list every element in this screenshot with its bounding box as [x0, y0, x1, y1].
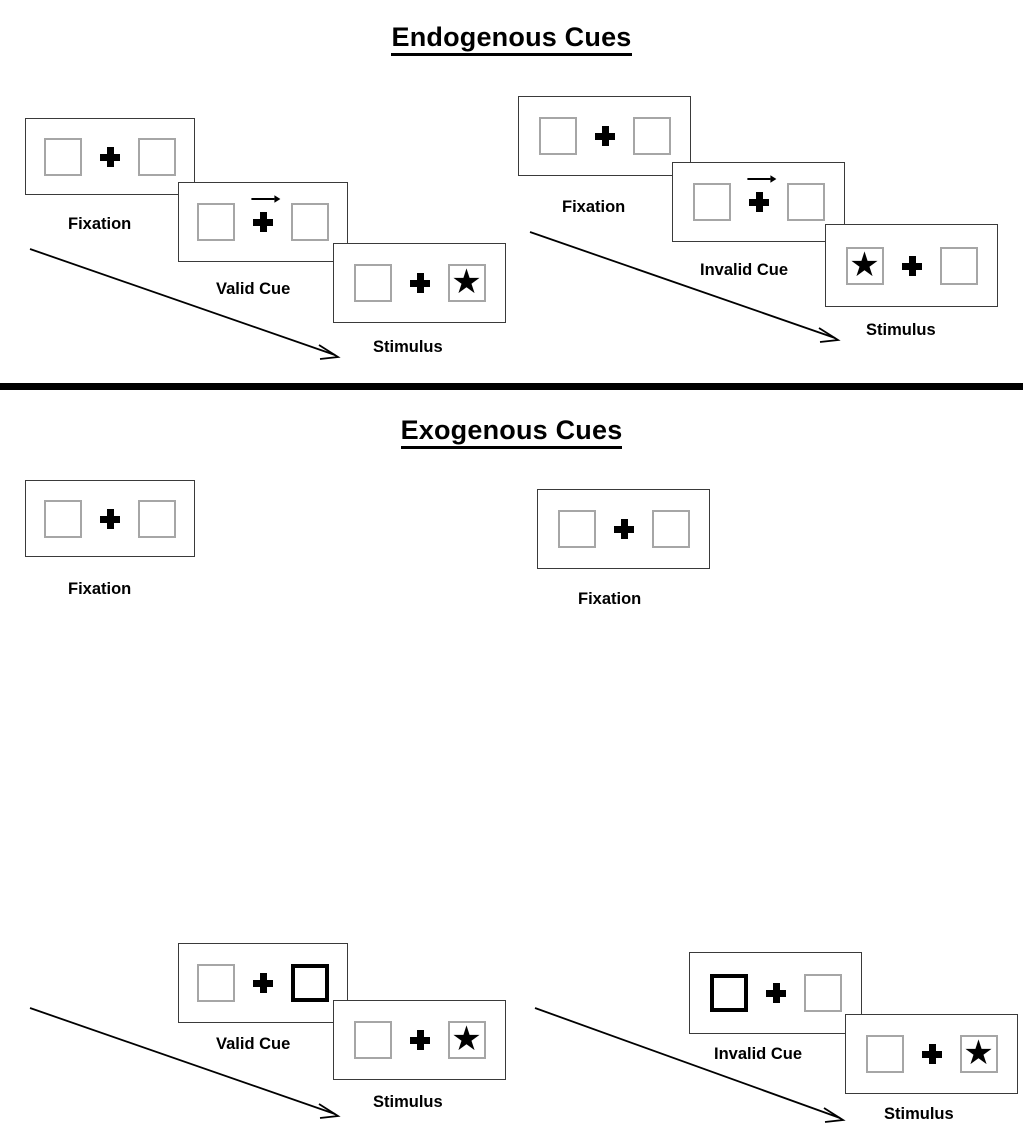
- fixation-area: [613, 519, 634, 539]
- fixation-area: [746, 175, 776, 212]
- panel-exogenous-invalid-fixation: [537, 489, 710, 569]
- fixation-area: [594, 126, 615, 146]
- placeholder-box-left: [197, 203, 235, 241]
- time-progression-arrow: [529, 231, 841, 343]
- display-content: [557, 510, 690, 548]
- display-content: [197, 195, 329, 241]
- target-box-left: ★: [845, 245, 884, 285]
- placeholder-box-right: [291, 203, 329, 241]
- caption-exogenous-valid-stimulus: Stimulus: [373, 1093, 443, 1111]
- fixation-area: [253, 973, 273, 993]
- placeholder-box-right: [632, 117, 671, 155]
- section-exogenous: Exogenous Cues Fixation Vali: [0, 392, 1023, 1123]
- star-target-icon: ★: [451, 1020, 482, 1058]
- display-content: [197, 964, 329, 1002]
- fixation-cross-icon: [409, 273, 430, 293]
- target-box-right: ★: [447, 263, 486, 302]
- fixation-cross-icon: [765, 983, 786, 1003]
- placeholder-box-left: [865, 1035, 904, 1073]
- panel-exogenous-valid-cue: [178, 943, 348, 1023]
- star-target-icon: ★: [849, 245, 880, 284]
- caption-endogenous-invalid-fixation: Fixation: [562, 198, 626, 216]
- display-content: [44, 137, 176, 176]
- caption-exogenous-invalid-fixation: Fixation: [578, 590, 642, 608]
- fixation-cross-icon: [901, 255, 922, 276]
- fixation-cross-icon: [100, 508, 120, 529]
- fixation-cross-icon: [253, 973, 273, 993]
- panel-endogenous-invalid-cue: [672, 162, 845, 242]
- panel-exogenous-valid-fixation: [25, 480, 195, 557]
- placeholder-box-right: [939, 246, 978, 285]
- placeholder-box-right: [786, 183, 825, 221]
- target-box-right: ★: [447, 1020, 486, 1059]
- section-divider: [0, 383, 1023, 390]
- fixation-cross-icon: [594, 126, 615, 146]
- display-content: [538, 117, 671, 155]
- display-content: [709, 974, 842, 1012]
- caption-exogenous-invalid-cue: Invalid Cue: [714, 1045, 803, 1063]
- cued-box-left: [709, 974, 748, 1012]
- display-content: ★: [353, 263, 486, 302]
- caption-endogenous-invalid-stimulus: Stimulus: [866, 321, 936, 339]
- caption-endogenous-valid-stimulus: Stimulus: [373, 338, 443, 356]
- display-content: [692, 175, 825, 221]
- section-title-endogenous: Endogenous Cues: [0, 22, 1023, 56]
- caption-endogenous-valid-fixation: Fixation: [68, 215, 132, 233]
- panel-endogenous-valid-stimulus: ★: [333, 243, 506, 323]
- panel-endogenous-invalid-stimulus: ★: [825, 224, 998, 307]
- fixation-cross-icon: [613, 519, 634, 539]
- placeholder-box-left: [353, 264, 392, 302]
- fixation-area: [765, 983, 786, 1003]
- panel-exogenous-invalid-cue: [689, 952, 862, 1034]
- arrow-right-icon: [251, 195, 281, 203]
- section-title-exogenous: Exogenous Cues: [0, 415, 1023, 449]
- placeholder-box-left: [197, 964, 235, 1002]
- fixation-area: [100, 146, 120, 167]
- fixation-area: [921, 1044, 942, 1064]
- placeholder-box-left: [44, 499, 82, 538]
- cued-box-right: [291, 964, 329, 1002]
- fixation-area: [409, 273, 430, 293]
- star-target-icon: ★: [963, 1034, 994, 1072]
- target-box-right: ★: [959, 1034, 998, 1073]
- fixation-cross-icon: [100, 146, 120, 167]
- fixation-cross-icon: [748, 192, 769, 212]
- caption-exogenous-valid-cue: Valid Cue: [216, 1035, 291, 1053]
- caption-endogenous-valid-cue: Valid Cue: [216, 280, 291, 298]
- star-target-icon: ★: [451, 263, 482, 301]
- arrow-right-icon: [746, 175, 776, 183]
- caption-exogenous-valid-fixation: Fixation: [68, 580, 132, 598]
- panel-exogenous-invalid-stimulus: ★: [845, 1014, 1018, 1094]
- display-content: [44, 499, 176, 538]
- fixation-area: [251, 195, 281, 232]
- fixation-area: [901, 255, 922, 276]
- placeholder-box-left: [557, 510, 596, 548]
- placeholder-box-right: [138, 499, 176, 538]
- time-progression-arrow: [29, 248, 341, 360]
- fixation-area: [100, 508, 120, 529]
- placeholder-box-left: [353, 1021, 392, 1059]
- panel-exogenous-valid-stimulus: ★: [333, 1000, 506, 1080]
- placeholder-box-left: [692, 183, 731, 221]
- panel-endogenous-invalid-fixation: [518, 96, 691, 176]
- fixation-cross-icon: [409, 1030, 430, 1050]
- fixation-cross-icon: [921, 1044, 942, 1064]
- placeholder-box-right: [138, 137, 176, 176]
- section-endogenous: Endogenous Cues Fixation: [0, 0, 1023, 388]
- panel-endogenous-valid-fixation: [25, 118, 195, 195]
- fixation-area: [409, 1030, 430, 1050]
- caption-endogenous-invalid-cue: Invalid Cue: [700, 261, 789, 279]
- panel-endogenous-valid-cue: [178, 182, 348, 262]
- placeholder-box-right: [651, 510, 690, 548]
- caption-exogenous-invalid-stimulus: Stimulus: [884, 1105, 954, 1123]
- placeholder-box-left: [538, 117, 577, 155]
- display-content: ★: [865, 1034, 998, 1073]
- placeholder-box-left: [44, 137, 82, 176]
- display-content: ★: [845, 245, 978, 285]
- placeholder-box-right: [803, 974, 842, 1012]
- fixation-cross-icon: [253, 212, 273, 232]
- display-content: ★: [353, 1020, 486, 1059]
